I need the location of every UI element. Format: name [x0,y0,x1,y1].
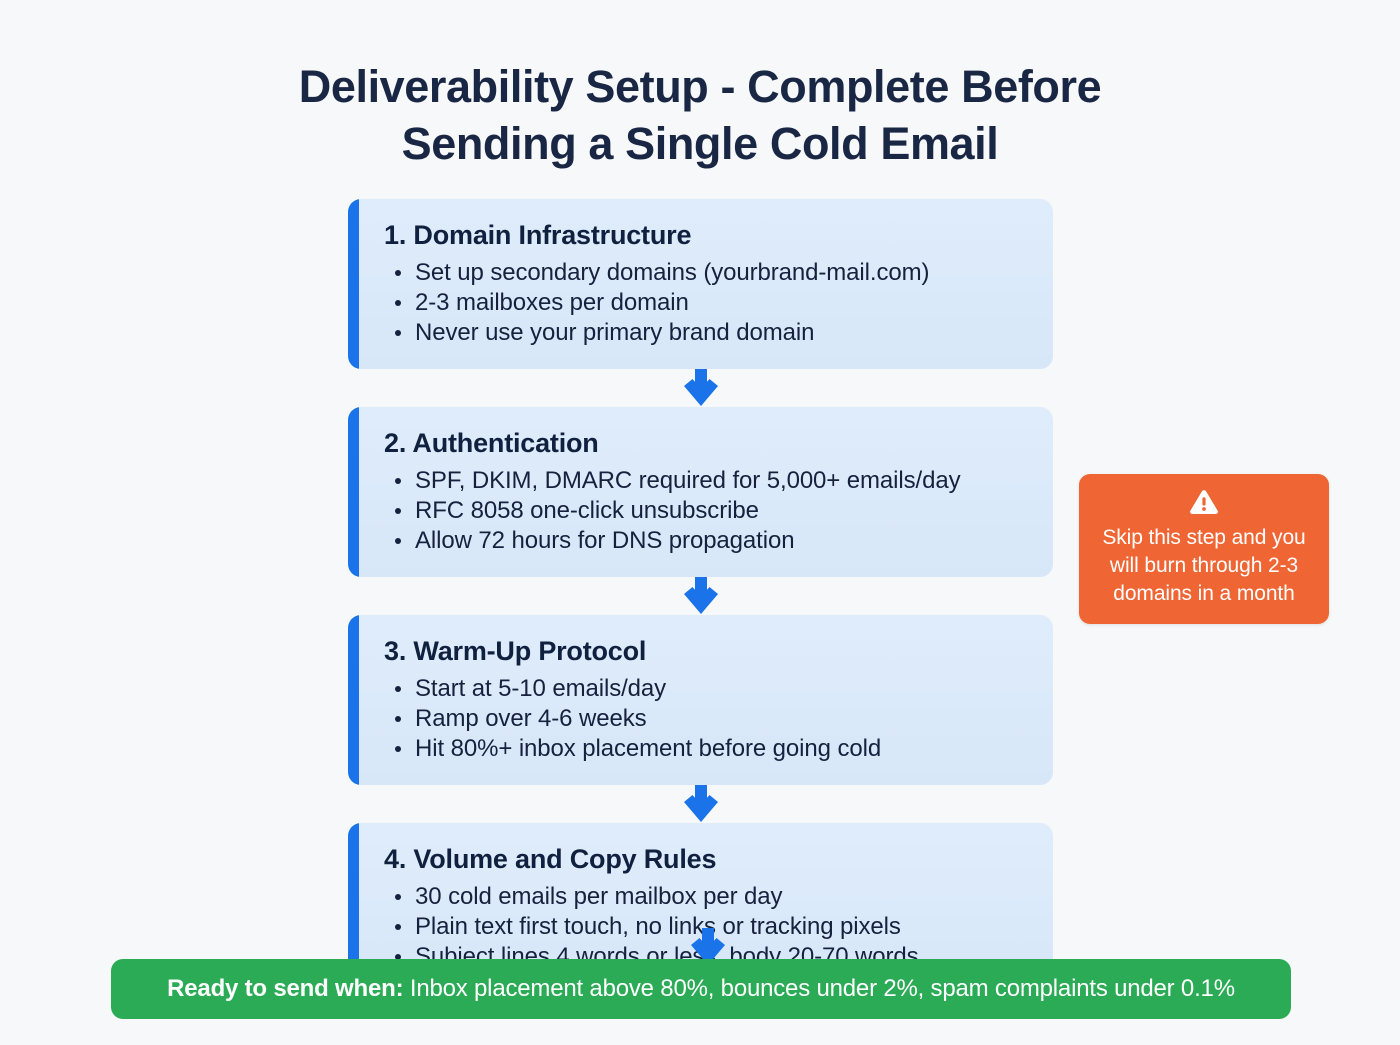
step-bullet: Plain text first touch, no links or trac… [384,912,1029,941]
page-title: Deliverability Setup - Complete Before S… [0,58,1400,172]
page-title-line-1: Deliverability Setup - Complete Before [298,61,1102,112]
step-card-1: 1. Domain Infrastructure Set up secondar… [348,199,1053,369]
step-accent-bar [348,407,359,577]
step-bullet: Never use your primary brand domain [384,318,1029,347]
connector-3 [348,785,1053,823]
step-bullet: 2-3 mailboxes per domain [384,288,1029,317]
step-accent-bar [348,615,359,785]
step-bullet: Ramp over 4-6 weeks [384,704,1029,733]
ready-to-send-text: Ready to send when: Inbox placement abov… [167,975,1235,1003]
step-title-2: 2. Authentication [384,428,599,458]
page-title-line-2: Sending a Single Cold Email [401,118,999,169]
warning-callout: Skip this step and you will burn through… [1079,474,1329,624]
connector-2 [348,577,1053,615]
step-title-4: 4. Volume and Copy Rules [384,844,717,874]
step-title-1: 1. Domain Infrastructure [384,220,692,250]
step-bullets-2: SPF, DKIM, DMARC required for 5,000+ ema… [384,466,1029,555]
step-bullet: Set up secondary domains (yourbrand-mail… [384,258,1029,287]
step-flow: 1. Domain Infrastructure Set up secondar… [348,199,1053,993]
step-accent-bar [348,823,359,993]
step-bullet: RFC 8058 one-click unsubscribe [384,496,1029,525]
step-bullet: 30 cold emails per mailbox per day [384,882,1029,911]
arrow-down-icon [683,369,718,406]
step-card-2: 2. Authentication SPF, DKIM, DMARC requi… [348,407,1053,577]
step-bullet: Allow 72 hours for DNS propagation [384,526,1029,555]
ready-to-send-label: Ready to send when: [167,975,404,1002]
warning-callout-text: Skip this step and you will burn through… [1102,526,1306,605]
arrow-down-icon [683,785,718,822]
step-bullets-3: Start at 5-10 emails/day Ramp over 4-6 w… [384,674,1029,763]
step-card-3: 3. Warm-Up Protocol Start at 5-10 emails… [348,615,1053,785]
ready-to-send-criteria: Inbox placement above 80%, bounces under… [403,975,1235,1002]
step-accent-bar [348,199,359,369]
warning-triangle-icon [1190,490,1218,514]
step-bullet: Hit 80%+ inbox placement before going co… [384,734,1029,763]
step-title-3: 3. Warm-Up Protocol [384,636,647,666]
step-bullet: Start at 5-10 emails/day [384,674,1029,703]
arrow-down-icon [683,577,718,614]
arrow-down-icon [691,928,725,965]
connector-1 [348,369,1053,407]
step-bullets-1: Set up secondary domains (yourbrand-mail… [384,258,1029,347]
step-bullet: SPF, DKIM, DMARC required for 5,000+ ema… [384,466,1029,495]
ready-to-send-banner: Ready to send when: Inbox placement abov… [111,959,1291,1019]
step-card-4: 4. Volume and Copy Rules 30 cold emails … [348,823,1053,993]
